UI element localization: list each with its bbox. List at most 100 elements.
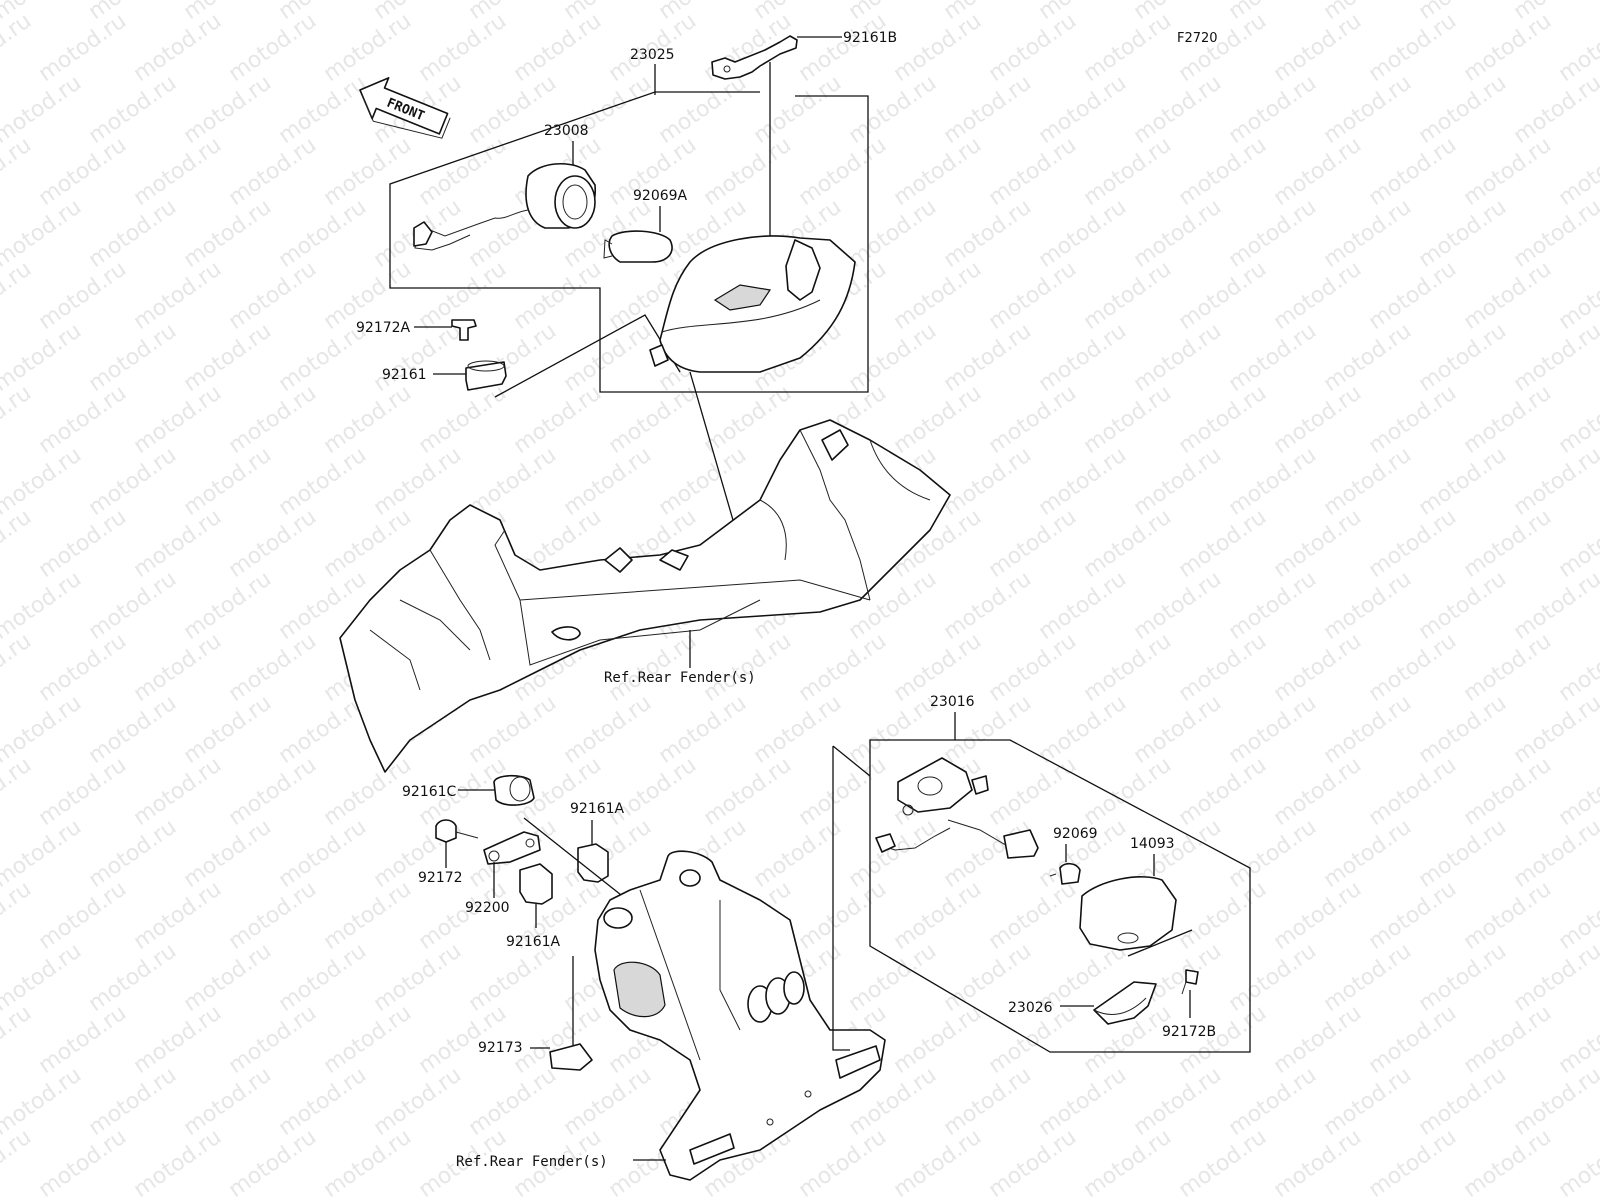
watermark-text: motod.ru [464,1063,561,1141]
watermark-text: motod.ru [129,505,226,583]
watermark-text: motod.ru [1269,505,1366,583]
watermark-text: motod.ru [984,1125,1081,1200]
watermark-text: motod.ru [984,9,1081,87]
watermark-text: motod.ru [0,195,86,273]
watermark-text: motod.ru [844,319,941,397]
watermark-text: motod.ru [654,71,751,149]
watermark-text: motod.ru [1129,691,1226,769]
watermark-text: motod.ru [319,381,416,459]
watermark-text: motod.ru [1319,319,1416,397]
part-92173: 92173 [478,956,593,1071]
watermark-text: motod.ru [794,1125,891,1200]
watermark-text: motod.ru [1459,877,1556,955]
watermark-text: motod.ru [129,9,226,87]
watermark-text: motod.ru [1364,505,1461,583]
watermark-text: motod.ru [889,1125,986,1200]
watermark-text: motod.ru [749,691,846,769]
watermark-text: motod.ru [1319,1063,1416,1141]
watermark-text: motod.ru [1224,691,1321,769]
ref-rear-fender-upper: Ref.Rear Fender(s) [604,670,756,686]
watermark-text: motod.ru [1174,877,1271,955]
watermark-text: motod.ru [1364,629,1461,707]
watermark-text: motod.ru [319,1001,416,1079]
watermark-text: motod.ru [1129,319,1226,397]
watermark-text: motod.ru [0,443,86,521]
part-23008: 23008 [413,123,596,251]
watermark-text: motod.ru [1509,195,1600,273]
label-92172B: 92172B [1162,1024,1216,1040]
watermark-text: motod.ru [84,567,181,645]
watermark-text: motod.ru [1079,133,1176,211]
watermark-text: motod.ru [1269,1001,1366,1079]
watermark-text: motod.ru [604,753,701,831]
watermark-text: motod.ru [84,939,181,1017]
watermark-text: motod.ru [699,133,796,211]
watermark-text: motod.ru [984,133,1081,211]
watermark-text: motod.ru [794,629,891,707]
watermark-text: motod.ru [1459,9,1556,87]
tail-lamp-housing [649,235,856,373]
watermark-text: motod.ru [224,877,321,955]
label-23008: 23008 [544,123,589,139]
ref-rear-fender-lower: Ref.Rear Fender(s) [456,1154,608,1170]
watermark-text: motod.ru [559,319,656,397]
part-92161C: 92161C [402,774,535,806]
watermark-text: motod.ru [0,629,36,707]
watermark-text: motod.ru [1129,195,1226,273]
watermark-text: motod.ru [749,71,846,149]
label-23026: 23026 [1008,1000,1053,1016]
watermark-text: motod.ru [889,1001,986,1079]
watermark-text: motod.ru [1319,195,1416,273]
watermark-text: motod.ru [129,877,226,955]
watermark-text: motod.ru [274,1063,371,1141]
watermark-text: motod.ru [1034,195,1131,273]
watermark-text: motod.ru [939,1063,1036,1141]
watermark-text: motod.ru [369,443,466,521]
watermark-text: motod.ru [179,319,276,397]
watermark-text: motod.ru [0,319,86,397]
watermark-text: motod.ru [1224,319,1321,397]
watermark-text: motod.ru [984,257,1081,335]
figure-code: F2720 [1177,31,1218,46]
watermark-text: motod.ru [274,443,371,521]
watermark-text: motod.ru [1174,381,1271,459]
watermark-text: motod.ru [34,381,131,459]
watermark-text: motod.ru [0,133,36,211]
watermark-text: motod.ru [0,505,36,583]
watermark-text: motod.ru [939,71,1036,149]
watermark-text: motod.ru [84,319,181,397]
watermark-text: motod.ru [1364,753,1461,831]
watermark-text: motod.ru [1414,319,1511,397]
watermark-text: motod.ru [34,629,131,707]
watermark-text: motod.ru [0,381,36,459]
watermark-text: motod.ru [84,691,181,769]
watermark-text: motod.ru [0,1125,36,1200]
watermark-text: motod.ru [1509,939,1600,1017]
watermark-text: motod.ru [0,567,86,645]
watermark-text: motod.ru [0,1063,86,1141]
watermark-text: motod.ru [844,815,941,893]
watermark-text: motod.ru [34,753,131,831]
watermark-text: motod.ru [1319,443,1416,521]
watermark-text: motod.ru [0,257,36,335]
watermark-text: motod.ru [1414,71,1511,149]
watermark-text: motod.ru [984,877,1081,955]
watermark-text: motod.ru [224,381,321,459]
watermark-text: motod.ru [559,443,656,521]
watermark-text: motod.ru [179,567,276,645]
watermark-text: motod.ru [84,815,181,893]
watermark-text: motod.ru [984,381,1081,459]
watermark-text: motod.ru [1034,567,1131,645]
watermark-text: motod.ru [1269,133,1366,211]
label-92161B: 92161B [843,30,897,46]
watermark-text: motod.ru [1509,443,1600,521]
watermark-text: motod.ru [604,629,701,707]
watermark-text: motod.ru [1129,71,1226,149]
watermark-text: motod.ru [1269,9,1366,87]
watermark-text: motod.ru [414,381,511,459]
watermark-text: motod.ru [34,257,131,335]
label-92161A-top: 92161A [570,801,625,817]
watermark-text: motod.ru [1364,1001,1461,1079]
watermark-text: motod.ru [794,877,891,955]
watermark-text: motod.ru [84,1063,181,1141]
